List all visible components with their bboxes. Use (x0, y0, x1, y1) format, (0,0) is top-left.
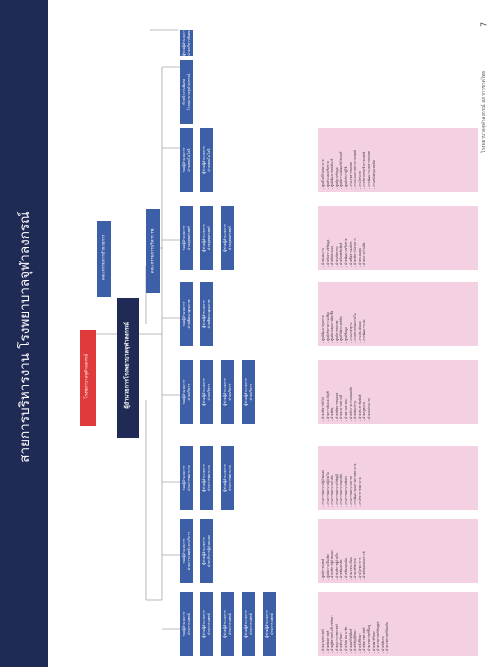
assistant-director-box: ผู้ช่วยผู้อำนวยการ ฝ่ายเทคโนโลยี (200, 128, 213, 192)
unit-list-text: - งานการพยาบาลผู้ป่วยนอก - งานการพยาบาลผ… (321, 463, 362, 507)
unit-list-text: - ฝ่ายบริหารทั่วไป - ฝ่ายการเงินและบัญชี… (321, 387, 371, 421)
unit-list-text: - ศูนย์ไอทีโรงพยาบาล - ศูนย์ระบบเครือข่า… (321, 150, 376, 189)
committee-box: คณะกรรมการอำนวยการ (97, 221, 111, 297)
unit-list-text: - ศูนย์พัฒนาคุณภาพ - ศูนย์บริหารความเสี่… (321, 310, 367, 343)
assistant-director-box: ผู้ช่วยผู้อำนวยการ ฝ่ายพัฒนาคุณภาพ (200, 282, 213, 346)
deputy-director-box: รองผู้อำนวยการ ฝ่ายเทคโนโลยี (180, 128, 193, 192)
deputy-director-box: หัวหน้างานพิเศษ โรงพยาบาลจุฬาลงกรณ์ (180, 60, 193, 124)
director-box: ผู้อำนวยการโรงพยาบาลจุฬาลงกรณ์ (117, 298, 139, 438)
deputy-director-box: รองผู้อำนวยการ ฝ่ายยุทธศาสตร์ (180, 206, 193, 270)
assistant-director-box: ผู้ช่วยผู้อำนวยการ ฝ่ายการแพทย์ (263, 592, 276, 656)
unit-list-text: - ฝ่ายแผนงาน - ฝ่ายวิเคราะห์ข้อมูล - ฝ่า… (321, 238, 367, 267)
unit-list-panel: - ศูนย์ไอทีโรงพยาบาล - ศูนย์ระบบเครือข่า… (318, 128, 478, 192)
assistant-director-box: ผู้ช่วยผู้อำนวยการ ฝ่ายบริหาร (200, 360, 213, 424)
assistant-director-box: ผู้ช่วยผู้อำนวยการ ฝ่ายบริหาร (221, 360, 234, 424)
extra-assistant-box: ผู้ช่วยผู้อำนวยการ ฝ่ายบริหารพิเศษ (180, 28, 193, 56)
deputy-director-box: รองผู้อำนวยการ ฝ่ายการแพทย์และบริการ (180, 519, 193, 583)
unit-list-panel: - ฝ่ายแผนงาน - ฝ่ายวิเคราะห์ข้อมูล - ฝ่า… (318, 206, 478, 270)
unit-list-panel: - ศูนย์การแพทย์ - ศูนย์ความเป็นเลิศ - ฝ่… (318, 519, 478, 583)
assistant-director-box: ผู้ช่วยผู้อำนวยการ ฝ่ายการแพทย์ (200, 592, 213, 656)
deputy-director-box: รองผู้อำนวยการ ฝ่ายพัฒนาคุณภาพ (180, 282, 193, 346)
assistant-director-box: ผู้ช่วยผู้อำนวยการ ฝ่ายยุทธศาสตร์ (200, 206, 213, 270)
assistant-director-box: ผู้ช่วยผู้อำนวยการ ฝ่ายการแพทย์ (242, 592, 255, 656)
assistant-director-box: ผู้ช่วยผู้อำนวยการ ฝ่ายบริการผู้ป่วยนอก (200, 519, 213, 583)
hospital-box: โรงพยาบาลจุฬาลงกรณ์ (80, 330, 96, 426)
title-bar: สายการบริหารงาน โรงพยาบาลจุฬาลงกรณ์ (0, 0, 48, 667)
exec-committee-box: คณะกรรมการบริหาร รพ. (146, 209, 160, 293)
deputy-director-box: รองผู้อำนวยการ ฝ่ายการแพทย์ (180, 592, 193, 656)
unit-list-text: - ศูนย์การแพทย์ - ศูนย์ความเป็นเลิศ - ฝ่… (321, 550, 367, 580)
unit-list-panel: - ฝ่ายอายุรศาสตร์ - ฝ่ายศัลยศาสตร์ - ฝ่า… (318, 592, 478, 656)
deputy-director-box: รองผู้อำนวยการ ฝ่ายบริหาร (180, 360, 193, 424)
unit-list-panel: - งานการพยาบาลผู้ป่วยนอก - งานการพยาบาลผ… (318, 446, 478, 510)
unit-list-panel: - ศูนย์พัฒนาคุณภาพ - ศูนย์บริหารความเสี่… (318, 282, 478, 346)
deputy-director-box: รองผู้อำนวยการ ฝ่ายการพยาบาล (180, 446, 193, 510)
assistant-director-box: ผู้ช่วยผู้อำนวยการ ฝ่ายยุทธศาสตร์ (221, 206, 234, 270)
assistant-director-box: ผู้ช่วยผู้อำนวยการ ฝ่ายการพยาบาล (221, 446, 234, 510)
unit-list-panel: - ฝ่ายบริหารทั่วไป - ฝ่ายการเงินและบัญชี… (318, 360, 478, 424)
unit-list-text: - ฝ่ายอายุรศาสตร์ - ฝ่ายศัลยศาสตร์ - ฝ่า… (321, 615, 390, 653)
assistant-director-box: ผู้ช่วยผู้อำนวยการ ฝ่ายบริหาร (242, 360, 255, 424)
assistant-director-box: ผู้ช่วยผู้อำนวยการ ฝ่ายการแพทย์ (221, 592, 234, 656)
assistant-director-box: ผู้ช่วยผู้อำนวยการ ฝ่ายการพยาบาล (200, 446, 213, 510)
